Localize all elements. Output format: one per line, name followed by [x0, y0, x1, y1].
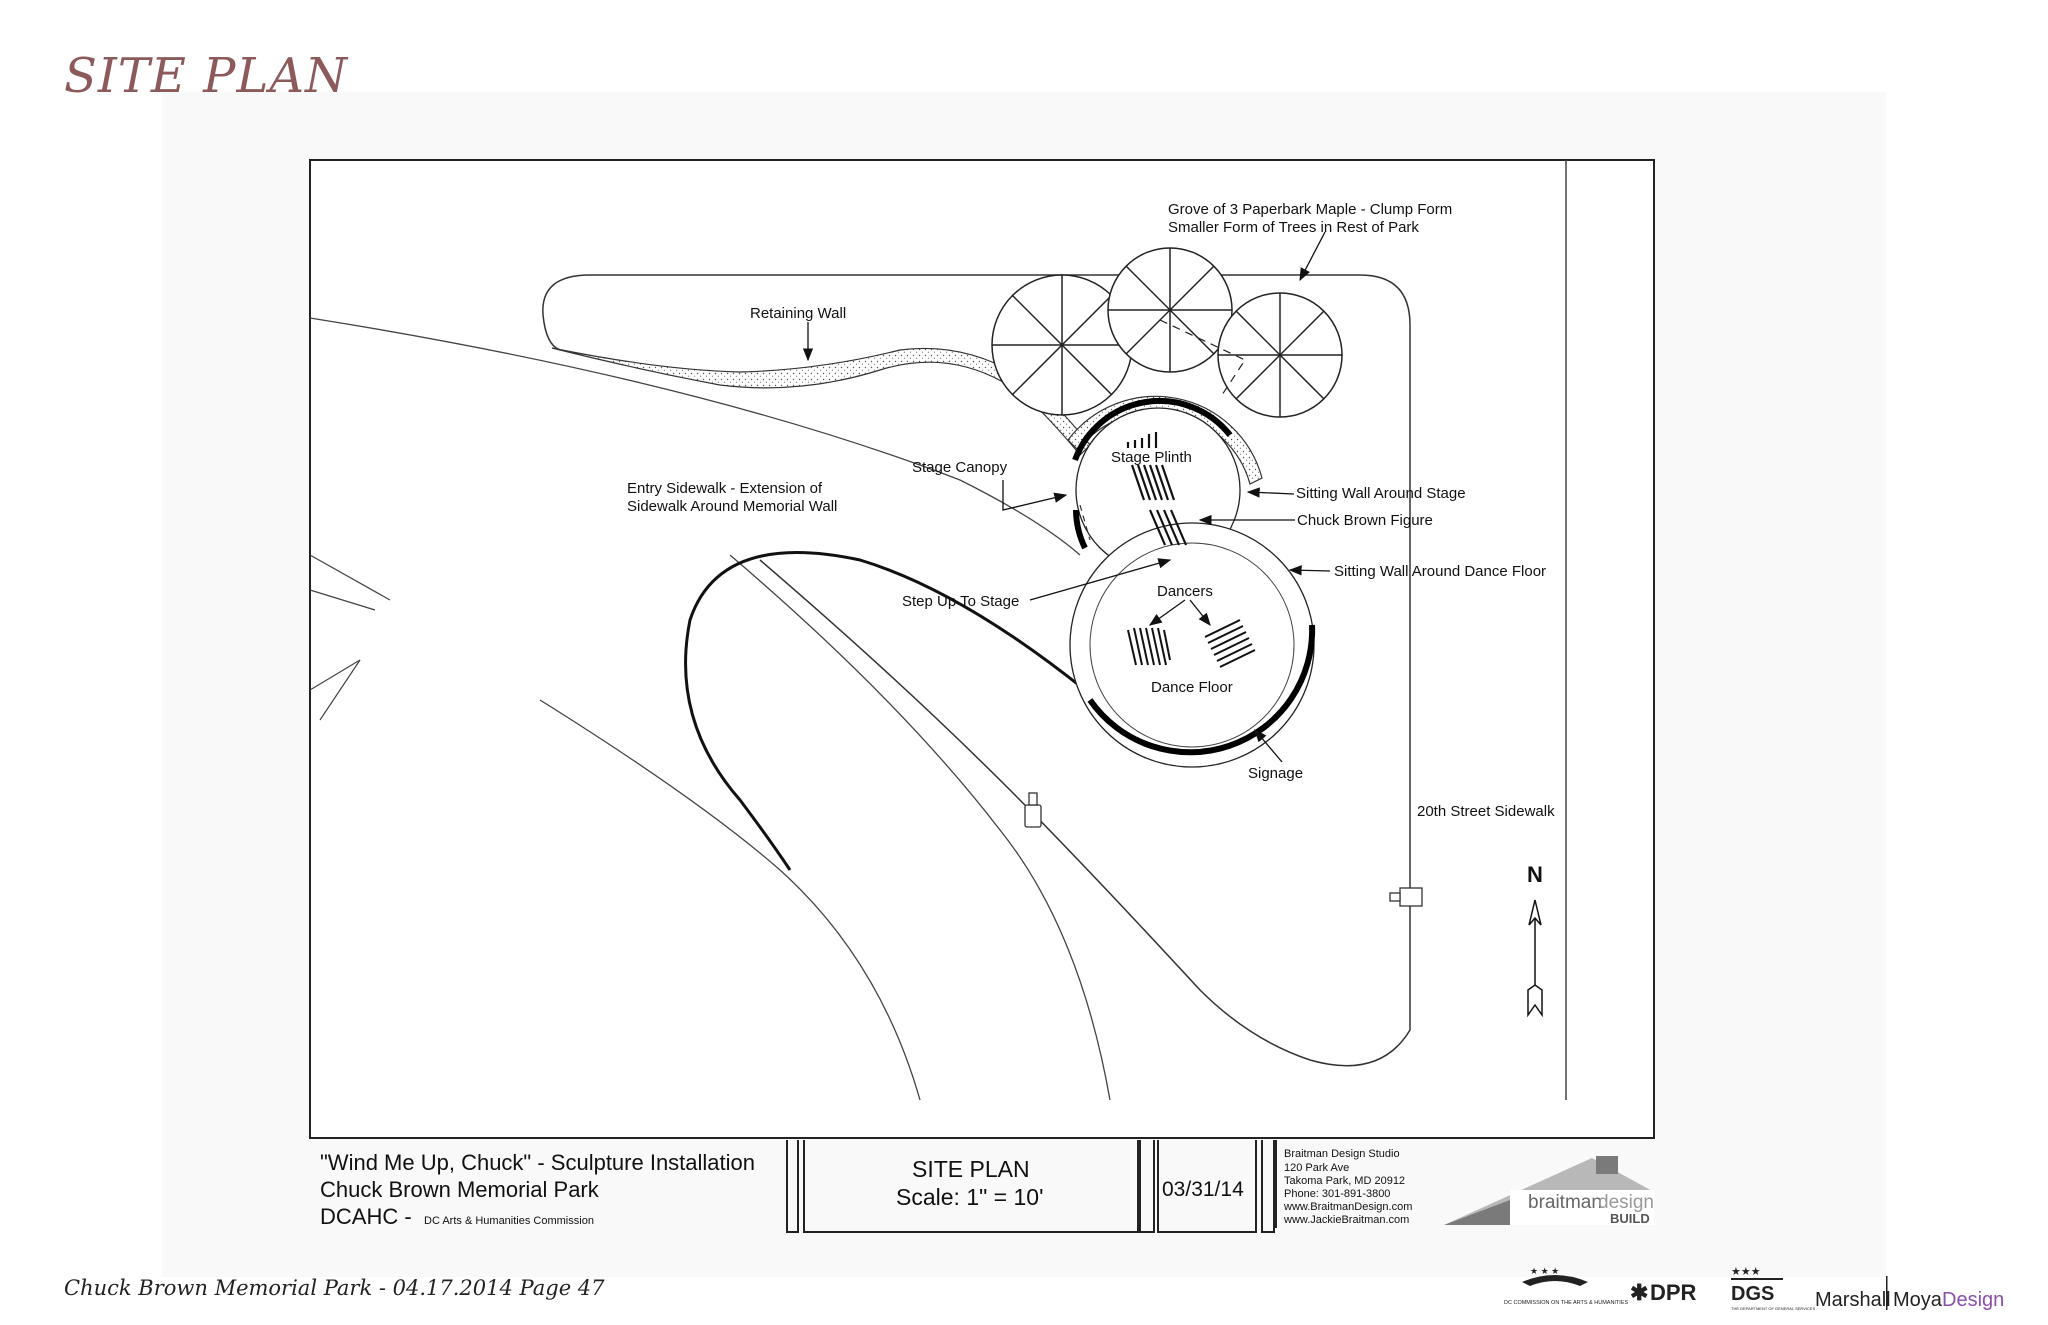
label-grove-line1: Grove of 3 Paperbark Maple - Clump Form [1168, 201, 1452, 218]
sitting-wall-stage-leader [1246, 487, 1295, 498]
tb-scale: Scale: 1" = 10' [896, 1184, 1043, 1210]
stage-wall-left [1073, 509, 1088, 550]
braitman-logo-graphic [1444, 1156, 1654, 1225]
tb-sheet-title: SITE PLAN [912, 1156, 1030, 1182]
mmd-logo-word2: Moya [1893, 1289, 1943, 1311]
drawing-border [309, 159, 1655, 1139]
tb-project-line1: "Wind Me Up, Chuck" - Sculpture Installa… [320, 1150, 755, 1175]
utility-box-2 [1389, 887, 1423, 907]
path-line-west-1 [309, 554, 391, 601]
north-arrow [1527, 899, 1543, 1018]
park-outline-west [542, 274, 591, 351]
tb-address2: Takoma Park, MD 20912 [1284, 1175, 1405, 1187]
maple-tree-2 [1107, 247, 1233, 373]
label-dance-floor: Dance Floor [1151, 679, 1233, 696]
tb-web2: www.JackieBraitman.com [1283, 1214, 1409, 1226]
mmd-logo-word3: Design [1942, 1289, 2004, 1311]
mmd-logo-word1: Marshall [1815, 1289, 1891, 1311]
park-outline [590, 274, 1411, 1067]
dance-floor-outer-circle [1069, 522, 1315, 768]
dgs-logo: ★★★ DGS THE DEPARTMENT OF GENERAL SERVIC… [1731, 1266, 1816, 1311]
step-up-leader [1029, 558, 1172, 601]
label-north: N [1527, 862, 1543, 887]
svg-text:★★★: ★★★ [1731, 1266, 1761, 1278]
signage-leader [1254, 729, 1283, 763]
canopy-dashed-line [1159, 319, 1246, 396]
tb-project-line3a: DCAHC - [320, 1204, 412, 1229]
dancers-leader-1 [1148, 599, 1186, 626]
label-stage-canopy: Stage Canopy [912, 459, 1008, 476]
dance-floor-inner-circle [1089, 542, 1295, 748]
tb-web1: www.BraitmanDesign.com [1283, 1201, 1412, 1213]
dpr-logo: ✱ DPR [1630, 1280, 1697, 1305]
label-sitting-wall-dance: Sitting Wall Around Dance Floor [1334, 563, 1546, 580]
dcahc-logo-text: DC COMMISSION ON THE ARTS & HUMANITIES [1504, 1300, 1629, 1306]
label-signage: Signage [1248, 765, 1303, 782]
label-entry-line2: Sidewalk Around Memorial Wall [627, 498, 837, 515]
sitting-wall-stage [1072, 398, 1233, 462]
stage-canopy-leader [1002, 480, 1068, 511]
dancers-leader-2 [1189, 599, 1211, 627]
svg-text:★ ★ ★: ★ ★ ★ [1530, 1266, 1559, 1276]
sitting-wall-dance-leader [1288, 565, 1331, 576]
chuck-brown-figure [1126, 432, 1188, 546]
label-20th-street-sidewalk: 20th Street Sidewalk [1417, 803, 1555, 820]
retaining-wall-shape [551, 347, 1091, 456]
maple-tree-3 [1217, 292, 1343, 418]
tb-project-line3b: DC Arts & Humanities Commission [424, 1215, 594, 1227]
tb-logo-word1: braitman [1528, 1192, 1602, 1213]
tb-logo-word3: BUILD [1610, 1211, 1650, 1226]
utility-box-1 [1024, 792, 1042, 828]
page-footer: Chuck Brown Memorial Park - 04.17.2014 P… [64, 1276, 605, 1300]
path-line-west-2 [309, 589, 376, 611]
label-sitting-wall-stage: Sitting Wall Around Stage [1296, 485, 1466, 502]
tb-address1: 120 Park Ave [1284, 1162, 1349, 1174]
label-entry-line1: Entry Sidewalk - Extension of [627, 480, 823, 497]
label-dancers: Dancers [1157, 583, 1213, 600]
tb-phone: Phone: 301-891-3800 [1284, 1188, 1390, 1200]
label-step-up: Step Up To Stage [902, 593, 1019, 610]
dpr-logo-text: DPR [1650, 1280, 1697, 1305]
grove-leader [1299, 231, 1326, 282]
dgs-logo-sub: THE DEPARTMENT OF GENERAL SERVICES [1731, 1306, 1816, 1311]
tb-date: 03/31/14 [1162, 1178, 1244, 1201]
label-grove-line2: Smaller Form of Trees in Rest of Park [1168, 219, 1419, 236]
signage-wall [1087, 624, 1316, 756]
path-curve-1 [309, 317, 1081, 556]
path-curve-2 [729, 554, 1111, 1101]
tb-studio-name: Braitman Design Studio [1284, 1148, 1400, 1160]
label-chuck-brown-figure: Chuck Brown Figure [1297, 512, 1433, 529]
dancer-figure-1 [1127, 627, 1171, 666]
tb-project-line2: Chuck Brown Memorial Park [320, 1177, 600, 1202]
marshall-moya-design-logo: Marshall Moya Design [1815, 1276, 2004, 1311]
path-curve-3 [539, 699, 921, 1101]
label-stage-plinth: Stage Plinth [1111, 449, 1192, 466]
path-line-west-3 [309, 659, 361, 721]
label-retaining-wall: Retaining Wall [750, 305, 846, 322]
svg-text:✱: ✱ [1630, 1280, 1648, 1305]
dgs-logo-text: DGS [1731, 1283, 1774, 1305]
dancer-figure-2 [1204, 619, 1256, 668]
tb-logo-word2: design [1598, 1192, 1654, 1213]
maple-tree-1 [991, 274, 1133, 416]
entry-sidewalk-curve [684, 551, 1086, 871]
title-block [786, 1140, 1277, 1233]
dcahc-logo: ★ ★ ★ DC COMMISSION ON THE ARTS & HUMANI… [1504, 1266, 1629, 1306]
